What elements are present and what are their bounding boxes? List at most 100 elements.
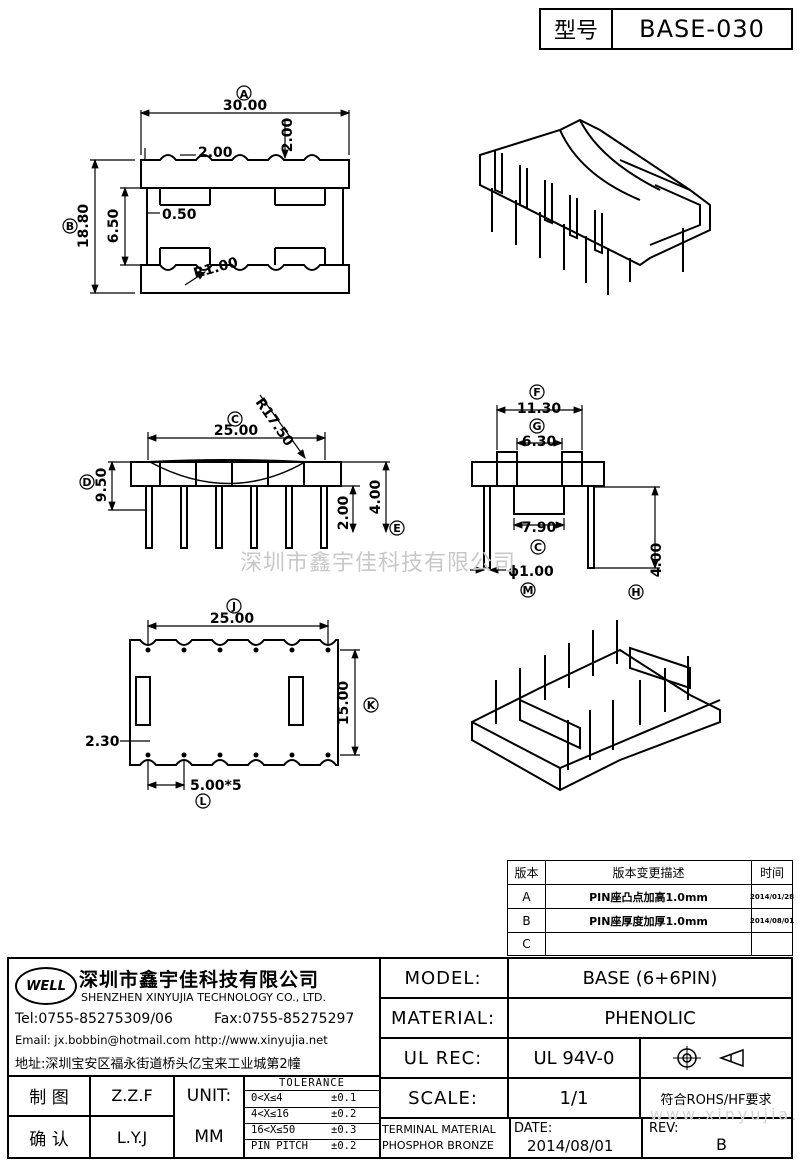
- dim-2-30: 2.30: [85, 734, 120, 750]
- bottom-view-dims: [120, 620, 360, 790]
- dim-4-b: 4.00: [649, 542, 665, 577]
- dim-9-50: 9.50: [94, 467, 110, 502]
- dim-r1: R1.00: [192, 255, 240, 282]
- rev-row-date: 2014/08/01: [750, 909, 794, 933]
- dim-r17-50: R17.50: [252, 395, 297, 449]
- tolerance-value: ±0.2: [331, 1108, 357, 1120]
- ul-value: UL 94V-0: [509, 1039, 641, 1079]
- dim-phi-1: ϕ1.00: [508, 564, 554, 580]
- scale-value: 1/1: [509, 1079, 641, 1119]
- rev-row-desc: PIN座凸点加高1.0mm: [546, 885, 752, 909]
- iso-view-bottom: [471, 620, 721, 792]
- rev-col-header-desc: 版本变更描述: [546, 861, 752, 885]
- company-info: WELL 深圳市鑫宇佳科技有限公司 SHENZHEN XINYUJIA TECH…: [9, 959, 381, 1077]
- rev-col-header-ver: 版本: [508, 861, 546, 885]
- tolerance-value: ±0.1: [331, 1092, 357, 1104]
- ul-label: UL REC:: [379, 1039, 509, 1079]
- check-label: 确 认: [9, 1117, 91, 1157]
- company-email: Email: jx.bobbin@hotmail.com http://www.…: [15, 1033, 328, 1047]
- dim-0-50: 0.50: [162, 207, 197, 223]
- dim-ref-h: H: [631, 586, 640, 599]
- dim-2-a: 2.00: [198, 145, 233, 161]
- type-value: BASE-030: [639, 15, 765, 43]
- revision-table: 版本 版本变更描述 时间 A PIN座凸点加高1.0mm 2014/01/28 …: [507, 860, 794, 956]
- dim-ref-c2: C: [534, 541, 542, 554]
- tolerance-title: TOLERANCE: [245, 1075, 379, 1091]
- rev-value: B: [716, 1135, 727, 1154]
- tolerance-row: PIN PITCH ±0.2: [245, 1139, 379, 1155]
- company-address: 地址:深圳宝安区福永街道桥头亿宝来工业城第2幢: [15, 1057, 301, 1072]
- top-view-dims: [90, 109, 351, 295]
- terminal-value: PHOSPHOR BRONZE: [382, 1139, 494, 1152]
- terminal-label: TERMINAL MATERIAL: [382, 1123, 496, 1136]
- dim-30: 30.00: [223, 98, 268, 114]
- technical-drawing: A 30.00 2.00 2.00 B 18.80 6.50 0.50 R1.0…: [62, 85, 721, 809]
- dim-5-00x5: 5.00*5: [190, 778, 242, 794]
- dim-ref-a: A: [240, 88, 249, 101]
- front-view-labels: C 25.00 R17.50 D 9.50 2.00 4.00 E: [79, 395, 405, 536]
- tolerance-range: 4<X≤16: [251, 1108, 289, 1120]
- dim-ref-f: F: [533, 386, 541, 399]
- rev-row-ver: C: [508, 933, 546, 955]
- rev-row-ver: A: [508, 885, 546, 909]
- side-view-dims: [470, 405, 660, 574]
- dim-25-a: 25.00: [214, 423, 259, 439]
- side-view: [471, 451, 605, 569]
- company-fax: Fax:0755-85275297: [214, 1011, 355, 1027]
- bottom-view: [129, 639, 339, 766]
- dim-7-90: 7.90: [522, 520, 557, 536]
- watermark: 深圳市鑫宇佳科技有限公司: [240, 551, 517, 576]
- model-value: BASE (6+6PIN): [509, 959, 791, 999]
- draw-label: 制 图: [9, 1075, 91, 1117]
- date-label: DATE:: [514, 1121, 553, 1136]
- bottom-view-labels: J 25.00 15.00 K 2.30 5.00*5 L: [85, 598, 379, 809]
- rev-col-header-date: 时间: [752, 861, 792, 885]
- rev-row-date: 2014/01/28: [750, 885, 794, 909]
- tolerance-row: 16<X≤50 ±0.3: [245, 1123, 379, 1140]
- dim-11-30: 11.30: [517, 401, 562, 417]
- dim-ref-l: L: [199, 795, 206, 808]
- scale-label: SCALE:: [379, 1079, 509, 1119]
- model-header: 型号 BASE-030: [539, 8, 793, 50]
- company-tel: Tel:0755-85275309/06: [15, 1011, 173, 1027]
- dim-ref-m: M: [523, 584, 534, 597]
- projection-icon: [673, 1046, 744, 1070]
- projection-symbol: [641, 1039, 791, 1079]
- company-name-cn: 深圳市鑫宇佳科技有限公司: [79, 969, 320, 991]
- rev-row-date: [752, 933, 792, 955]
- bottom-view-pins: [145, 647, 331, 758]
- draw-value: Z.Z.F: [91, 1075, 175, 1117]
- model-label: MODEL:: [379, 959, 509, 999]
- rev-box: REV: B: [641, 1119, 791, 1157]
- dim-6-30: 6.30: [522, 434, 557, 450]
- tolerance-box: TOLERANCE 0<X≤4 ±0.1 4<X≤16 ±0.2 16<X≤50…: [245, 1075, 381, 1157]
- unit-value: MM: [175, 1117, 245, 1157]
- dim-ref-e: E: [393, 522, 401, 535]
- dim-ref-k: K: [367, 699, 376, 712]
- dim-18-80: 18.80: [76, 204, 92, 249]
- dim-ref-c: C: [231, 413, 239, 426]
- check-value: L.Y.J: [91, 1117, 175, 1157]
- dim-25-b: 25.00: [210, 611, 255, 627]
- dim-ref-g: G: [532, 420, 541, 433]
- rev-label: REV:: [649, 1121, 679, 1136]
- date-value: 2014/08/01: [527, 1137, 614, 1155]
- dim-ref-d: D: [82, 476, 91, 489]
- terminal-material: TERMINAL MATERIAL PHOSPHOR BRONZE: [379, 1119, 511, 1157]
- tolerance-value: ±0.2: [331, 1140, 357, 1152]
- title-block: WELL 深圳市鑫宇佳科技有限公司 SHENZHEN XINYUJIA TECH…: [7, 957, 793, 1159]
- rev-row-desc: PIN座厚度加厚1.0mm: [546, 909, 752, 933]
- dim-15: 15.00: [336, 681, 352, 726]
- rohs-note: 符合ROHS/HF要求: [641, 1079, 791, 1119]
- website-watermark: www.xinyujia.net: [650, 1105, 800, 1124]
- dim-ref-j: J: [231, 600, 236, 613]
- unit-label: UNIT:: [175, 1075, 245, 1117]
- date-box: DATE: 2014/08/01: [509, 1119, 643, 1157]
- rev-row-ver: B: [508, 909, 546, 933]
- tolerance-row: 0<X≤4 ±0.1: [245, 1091, 379, 1108]
- side-view-labels: F 11.30 G 6.30 7.90 C ϕ1.00 M 4.00 H: [508, 384, 665, 600]
- tolerance-value: ±0.3: [331, 1124, 357, 1136]
- material-value: PHENOLIC: [509, 999, 791, 1039]
- type-label: 型号: [541, 10, 613, 48]
- top-view-labels: A 30.00 2.00 2.00 B 18.80 6.50 0.50 R1.0…: [62, 85, 296, 282]
